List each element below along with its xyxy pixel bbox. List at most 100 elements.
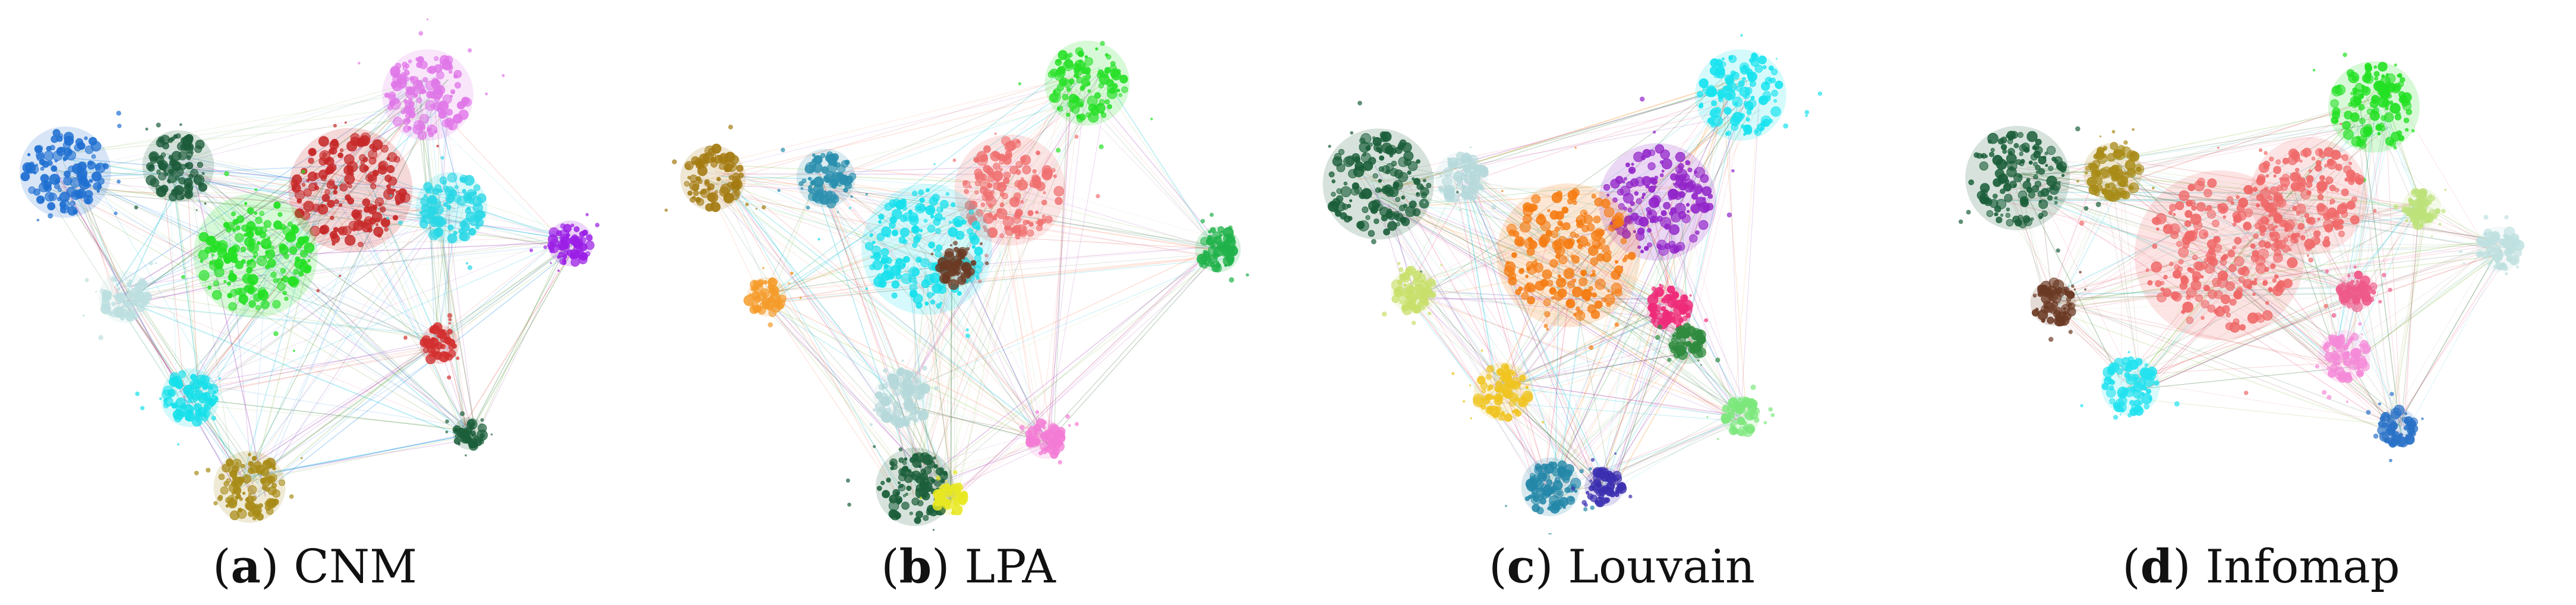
edge <box>904 188 1033 494</box>
edge <box>896 255 1229 395</box>
node <box>823 176 828 180</box>
node <box>2411 129 2415 133</box>
node <box>1470 417 1472 420</box>
node <box>1420 192 1427 199</box>
node <box>718 154 728 164</box>
node <box>1020 156 1027 162</box>
node <box>1042 165 1052 175</box>
node <box>1228 225 1233 230</box>
node <box>1199 262 1204 267</box>
node <box>1749 410 1754 416</box>
edge <box>945 70 1083 498</box>
node <box>911 498 920 506</box>
node <box>561 260 567 265</box>
edge <box>1598 79 1734 493</box>
node <box>254 503 260 509</box>
node <box>389 99 396 107</box>
node <box>1625 162 1630 167</box>
node <box>472 196 482 207</box>
node <box>1746 109 1752 115</box>
node <box>1479 185 1485 191</box>
node <box>2334 188 2340 193</box>
node <box>1015 161 1023 169</box>
node <box>449 338 455 346</box>
edge <box>762 86 1088 296</box>
edge <box>722 166 953 276</box>
node <box>730 163 735 168</box>
node <box>1554 477 1561 483</box>
node <box>762 205 766 210</box>
node <box>2076 179 2079 183</box>
node <box>303 188 312 197</box>
node <box>163 403 169 408</box>
node <box>1331 179 1336 183</box>
edge <box>1377 194 1548 490</box>
edge <box>1494 378 1739 418</box>
community-cluster <box>1695 34 1823 141</box>
edge <box>2106 164 2416 210</box>
node <box>1070 108 1074 112</box>
node <box>1710 58 1719 68</box>
node <box>168 389 176 397</box>
node <box>2385 73 2396 84</box>
node <box>395 200 400 205</box>
node <box>156 169 161 175</box>
node <box>825 154 833 162</box>
node <box>1670 173 1678 181</box>
node <box>1000 182 1006 188</box>
node <box>66 150 77 161</box>
edge <box>2010 161 2120 378</box>
community-cluster <box>386 156 488 270</box>
community-cluster <box>1497 147 1640 350</box>
node <box>1381 311 1387 317</box>
node <box>1986 210 1994 217</box>
node <box>247 485 257 495</box>
node <box>1350 131 1354 135</box>
edge <box>172 175 200 392</box>
edge <box>53 179 258 480</box>
node <box>434 96 440 103</box>
edge <box>819 186 955 496</box>
node <box>427 211 434 219</box>
node <box>2038 199 2048 209</box>
node <box>1003 171 1011 179</box>
node <box>1761 81 1770 91</box>
edge <box>1377 161 1696 350</box>
node <box>1571 486 1576 491</box>
node <box>375 223 378 227</box>
node <box>765 301 775 311</box>
edge <box>1557 263 1589 490</box>
edge <box>253 217 453 495</box>
node <box>1706 416 1709 419</box>
node <box>672 159 677 164</box>
node <box>1700 174 1709 183</box>
node <box>1116 88 1120 93</box>
node <box>254 211 258 216</box>
node <box>980 186 988 195</box>
node <box>1520 395 1526 401</box>
edge <box>723 173 1004 175</box>
node <box>1674 202 1686 214</box>
edge <box>1405 289 1553 483</box>
node <box>2373 208 2377 213</box>
node <box>1652 314 1658 320</box>
node <box>1112 83 1118 90</box>
node <box>1032 169 1037 173</box>
node <box>1407 161 1418 172</box>
edge <box>823 191 931 490</box>
edge <box>956 252 1211 499</box>
edge <box>1043 242 1228 447</box>
node <box>2261 200 2270 209</box>
edge <box>67 103 440 153</box>
node <box>2061 173 2065 178</box>
node <box>52 129 61 137</box>
node <box>226 478 231 483</box>
node <box>1633 151 1644 162</box>
node <box>2098 168 2109 179</box>
node <box>1056 84 1064 91</box>
node <box>2306 181 2313 188</box>
node <box>2269 156 2274 161</box>
node <box>987 227 998 238</box>
node <box>333 185 338 190</box>
node <box>902 373 911 382</box>
